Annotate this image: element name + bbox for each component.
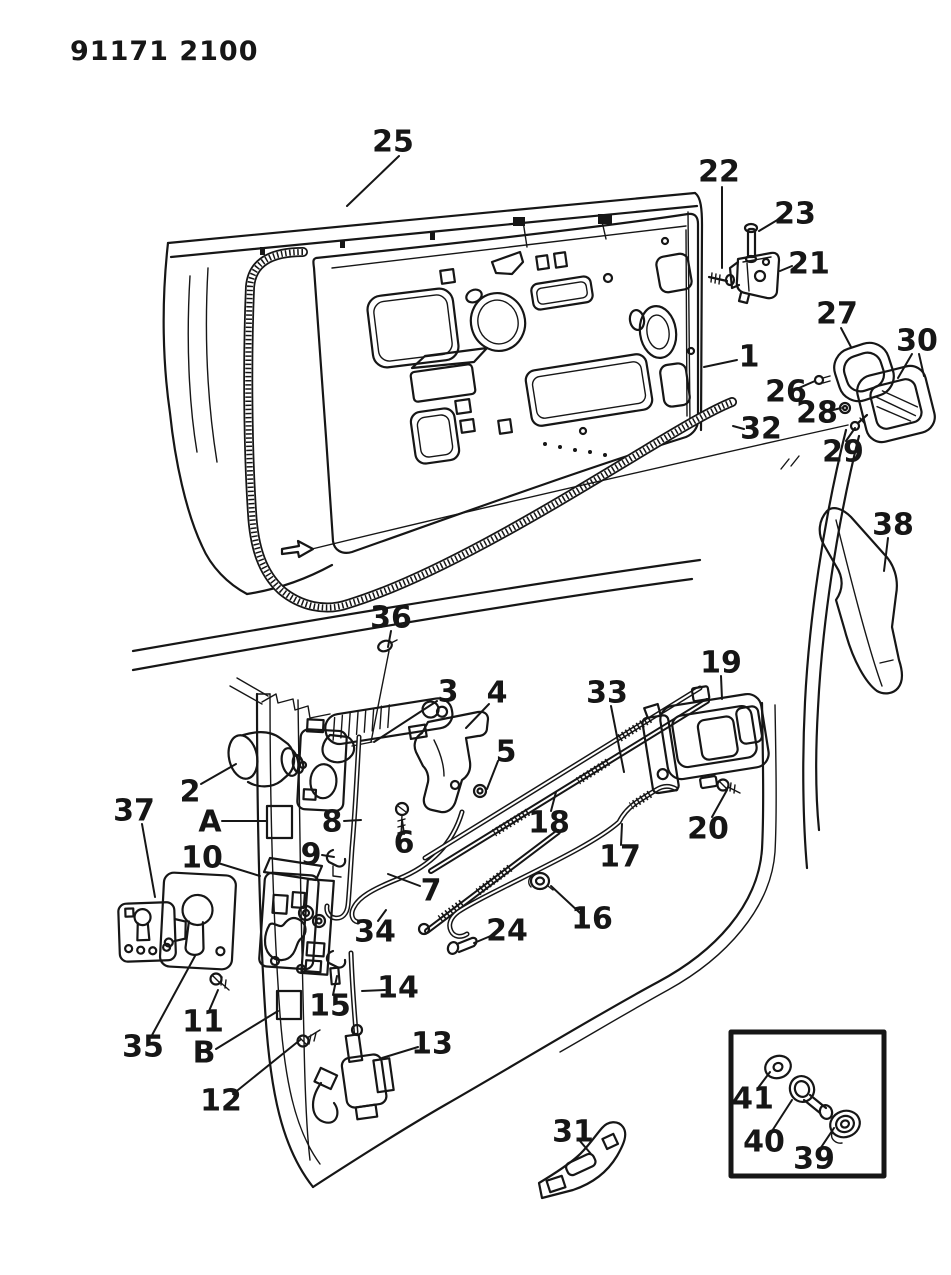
callout-5: 5 xyxy=(496,735,517,770)
callout-40: 40 xyxy=(743,1125,785,1160)
callout-2: 2 xyxy=(180,775,201,810)
weatherstrip-32 xyxy=(243,247,737,613)
callout-leader-23 xyxy=(758,218,780,232)
callout-13: 13 xyxy=(411,1027,453,1062)
callout-leader-40 xyxy=(771,1099,793,1132)
callout-leader-15 xyxy=(332,975,338,996)
callout-leader-12 xyxy=(232,1039,301,1095)
callout-39: 39 xyxy=(793,1142,835,1177)
callout-7: 7 xyxy=(421,874,442,909)
callout-leader-33 xyxy=(610,705,625,773)
callout-16: 16 xyxy=(571,902,613,937)
callout-leader-17 xyxy=(620,823,623,846)
callout-4: 4 xyxy=(487,676,508,711)
callout-leader-39 xyxy=(819,1127,835,1150)
callout-1: 1 xyxy=(739,340,760,375)
callout-leader-3 xyxy=(373,700,438,743)
callout-19: 19 xyxy=(700,646,742,681)
upper-door-assembly xyxy=(162,191,704,596)
callout-leader-19 xyxy=(720,675,723,700)
callout-leader-24 xyxy=(473,934,494,944)
callout-leader-35 xyxy=(150,955,196,1038)
callout-leader-8 xyxy=(343,819,362,822)
callout-leader-21 xyxy=(779,265,793,272)
callout-18: 18 xyxy=(528,806,570,841)
callout-leader-34 xyxy=(377,909,387,922)
callout-leader-26 xyxy=(798,380,816,389)
callout-leader-11 xyxy=(208,989,219,1012)
callout-leader-25 xyxy=(346,155,400,207)
callout-11: 11 xyxy=(182,1005,224,1040)
callout-leader-30 xyxy=(897,353,913,379)
callout-leader-36 xyxy=(387,630,392,648)
callout-35: 35 xyxy=(122,1030,164,1065)
callout-leader-28 xyxy=(828,407,842,412)
callout-24: 24 xyxy=(486,914,528,949)
callout-22: 22 xyxy=(698,155,740,190)
callout-32: 32 xyxy=(740,412,782,447)
callout-37: 37 xyxy=(113,794,155,829)
callout-B: B xyxy=(193,1036,216,1071)
callout-leader-9 xyxy=(321,854,335,858)
callout-31: 31 xyxy=(552,1115,594,1150)
door-lock-mechanism xyxy=(227,639,770,955)
callout-leader-10 xyxy=(217,862,261,877)
callout-26: 26 xyxy=(765,375,807,410)
callout-12: 12 xyxy=(200,1084,242,1119)
callout-leader-14 xyxy=(361,989,386,992)
callout-9: 9 xyxy=(301,838,322,873)
callout-leader-41 xyxy=(757,1071,771,1089)
callout-34: 34 xyxy=(354,915,396,950)
callout-leader-18 xyxy=(550,791,557,812)
callout-14: 14 xyxy=(377,971,419,1006)
callout-leader-1 xyxy=(703,359,738,368)
callout-leader-32 xyxy=(732,425,745,430)
callout-20: 20 xyxy=(687,812,729,847)
callout-21: 21 xyxy=(788,247,830,282)
callout-leader-31 xyxy=(579,1140,592,1155)
callout-leader-30 xyxy=(918,353,925,377)
callout-leader-37 xyxy=(141,823,156,898)
hardware-inset-box xyxy=(728,1029,887,1179)
callout-leader-29 xyxy=(845,427,856,442)
lower-door-outline xyxy=(131,424,861,1189)
latch-striker-area xyxy=(117,856,395,1124)
callout-15: 15 xyxy=(309,989,351,1024)
callout-3: 3 xyxy=(438,675,459,710)
callout-17: 17 xyxy=(599,840,641,875)
callout-leader-4 xyxy=(465,703,490,729)
part-number: 91171 2100 xyxy=(70,36,259,67)
bracket-31 xyxy=(537,1121,627,1200)
callout-leader-2 xyxy=(200,763,237,785)
callout-leader-6 xyxy=(401,819,405,835)
callout-8: 8 xyxy=(322,805,343,840)
callout-leader-16 xyxy=(550,885,581,914)
callout-leader-5 xyxy=(486,760,499,790)
callout-25: 25 xyxy=(372,125,414,160)
callout-leader-B xyxy=(215,1010,279,1050)
callout-36: 36 xyxy=(370,601,412,636)
callout-leader-7 xyxy=(387,873,421,887)
callout-A: A xyxy=(198,805,222,840)
mirror-mount-parts xyxy=(813,341,936,444)
callout-27: 27 xyxy=(816,297,858,332)
callout-leader-27 xyxy=(840,327,852,348)
callout-30: 30 xyxy=(896,324,938,359)
callout-38: 38 xyxy=(872,508,914,543)
callout-28: 28 xyxy=(796,396,838,431)
callout-33: 33 xyxy=(586,676,628,711)
callout-leader-38 xyxy=(883,537,889,572)
door-hinge-parts xyxy=(707,222,781,305)
callout-leader-13 xyxy=(381,1046,419,1059)
callout-10: 10 xyxy=(181,841,223,876)
callout-23: 23 xyxy=(774,197,816,232)
callout-6: 6 xyxy=(394,826,415,861)
callout-leader-20 xyxy=(711,789,728,818)
callout-41: 41 xyxy=(732,1082,774,1117)
callout-29: 29 xyxy=(822,435,864,470)
